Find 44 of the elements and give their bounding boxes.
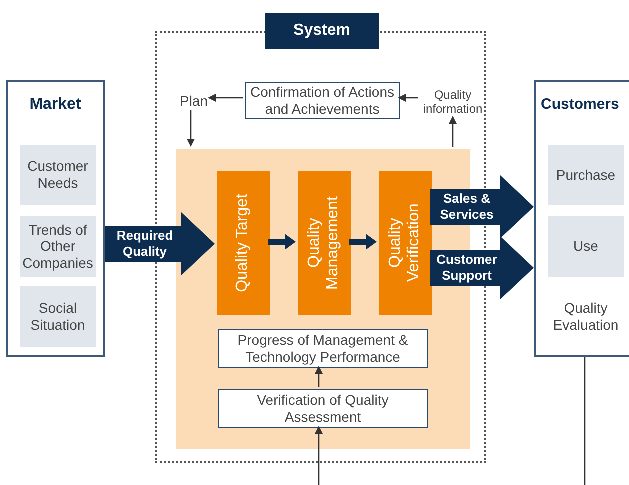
box-text: Progress of Management & Technology Performance [236,332,410,366]
system-title: System [265,13,379,49]
box-text: Purchase [556,166,616,184]
block-arrow [430,236,534,300]
item-card [20,216,96,277]
stage-box [217,171,270,315]
text-label: Quality information [422,88,484,116]
arrow [315,366,323,387]
edge-label: Sales & Services [439,191,495,223]
arrow [398,94,418,102]
arrow [315,426,323,485]
block-arrow [430,175,534,239]
arrow [349,234,377,250]
item-card [20,145,96,205]
arrow [268,234,296,250]
arrow [187,110,195,147]
group-panel [534,80,629,357]
box-text: Confirmation of Actions and Achievements [250,84,396,118]
box-text: Trends of Other Companies [22,222,94,272]
process-box [218,329,428,368]
stage-label: Quality Target [234,194,252,292]
edge-label: Customer Support [436,252,498,284]
text-label: Quality Evaluation [552,300,620,334]
arrow [449,116,457,147]
group-panel [6,80,105,357]
process-box [218,389,428,428]
block-arrow [105,212,215,276]
arrow [208,94,243,102]
stage-label: Quality Management [306,195,342,292]
panel-heading: Market [30,96,82,115]
box-text: Social Situation [30,300,86,334]
item-card [20,286,96,347]
panel-heading: Customers [541,96,620,115]
text-label: Plan [180,92,208,110]
box-text: Use [574,238,598,255]
connector-line [584,357,586,485]
box-text: Verification of Quality Assessment [256,392,390,426]
item-card [548,216,624,277]
box-text: Customer Needs [26,158,90,192]
stage-box [298,171,351,315]
stage-label: Quality Verification [387,202,424,284]
stage-box [379,171,432,315]
edge-label: Required Quality [116,228,174,260]
item-card [548,145,624,205]
